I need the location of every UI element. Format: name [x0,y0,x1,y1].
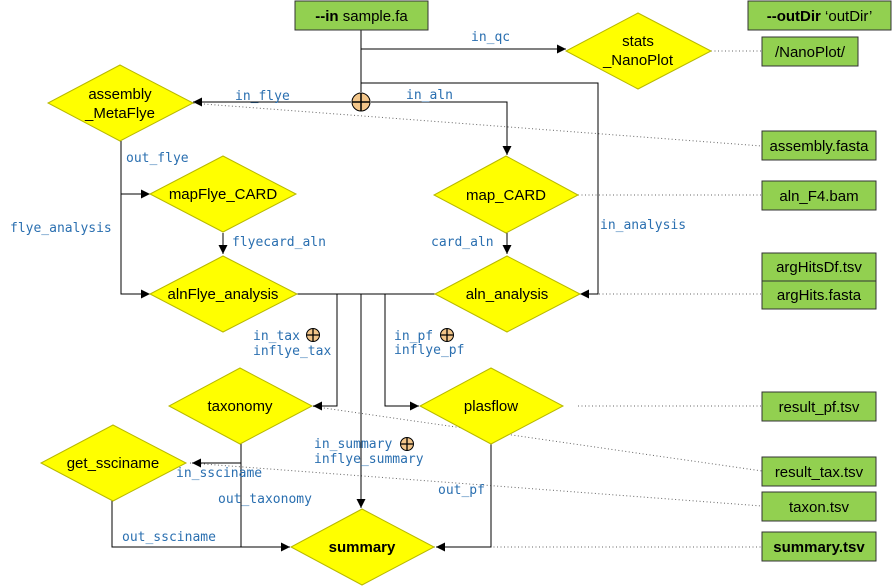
outdir-box: --outDir ‘outDir’ [747,0,892,31]
node-mapflye-card: mapFlye_CARD [148,155,298,233]
svg-text:taxon.tsv: taxon.tsv [789,499,850,516]
output-assembly-fasta: assembly.fasta [761,130,877,161]
input-box: --in sample.fa [294,0,429,31]
svg-text:result_tax.tsv: result_tax.tsv [775,464,864,481]
svg-text:get_ssciname: get_ssciname [67,455,160,472]
svg-text:/NanoPlot/: /NanoPlot/ [775,44,846,61]
output-arghits-df: argHitsDf.tsv [761,252,877,282]
svg-text:result_pf.tsv: result_pf.tsv [779,399,860,416]
svg-text:mapFlye_CARD: mapFlye_CARD [169,186,278,203]
merge-markers [306,92,454,451]
output-arghits-fasta: argHits.fasta [761,280,877,310]
output-summary-tsv: summary.tsv [761,531,877,562]
label-in-flye: in_flye [235,89,290,104]
node-assembly-line2: _MetaFlye [84,105,155,122]
node-plasflow: plasflow [418,367,565,445]
label-in-aln: in_aln [406,88,453,103]
svg-text:argHitsDf.tsv: argHitsDf.tsv [776,259,862,276]
input-value: sample.fa [339,8,409,25]
label-out-flye: out_flye [126,151,189,166]
label-in-summary: in_summary [314,437,392,452]
svg-text:plasflow: plasflow [464,398,518,415]
label-in-ssciname: in_ssciname [176,466,262,481]
svg-text:aln_analysis: aln_analysis [466,286,549,303]
label-inflye-pf: inflye_pf [394,343,464,358]
node-assembly-line1: assembly [88,86,152,103]
output-result-tax: result_tax.tsv [761,456,877,487]
svg-text:summary.tsv: summary.tsv [773,539,865,556]
label-card-aln: card_aln [431,235,494,250]
svg-text:summary: summary [329,539,396,556]
output-nanoplot: /NanoPlot/ [761,36,859,67]
svg-text:--outDir ‘outDir’: --outDir ‘outDir’ [767,8,873,25]
label-inflye-summary: inflye_summary [314,452,424,467]
outdir-value: ‘outDir’ [821,8,872,25]
node-summary: summary [289,508,436,586]
label-flye-analysis: flye_analysis [10,221,112,236]
label-out-ssciname: out_ssciname [122,530,216,545]
label-flyecard-aln: flyecard_aln [232,235,326,250]
node-stats-nanoplot-line2: _NanoPlot [602,52,674,69]
merge-icon-tax [306,328,320,342]
label-out-taxonomy: out_taxonomy [218,492,312,507]
svg-text:taxonomy: taxonomy [207,398,273,415]
svg-text:aln_F4.bam: aln_F4.bam [779,188,858,205]
label-in-pf: in_pf [394,329,433,344]
label-out-pf: out_pf [438,483,485,498]
input-flag: --in [315,8,338,25]
svg-text:--in sample.fa: --in sample.fa [315,8,408,25]
svg-text:assembly.fasta: assembly.fasta [770,138,870,155]
node-map-card: map_CARD [432,155,580,234]
output-result-pf: result_pf.tsv [761,391,877,422]
label-in-tax: in_tax [253,329,300,344]
node-taxonomy: taxonomy [167,367,314,445]
output-taxon: taxon.tsv [761,491,877,522]
merge-icon-summary [400,437,414,451]
outdir-flag: --outDir [767,8,821,25]
label-in-analysis: in_analysis [600,218,686,233]
merge-icon-pf [440,328,454,342]
svg-text:argHits.fasta: argHits.fasta [777,287,862,304]
node-aln-analysis: aln_analysis [433,255,582,333]
node-stats-nanoplot: stats _NanoPlot [564,12,713,90]
output-aln-bam: aln_F4.bam [761,180,877,211]
node-assembly-metaflye: assembly _MetaFlye [46,64,195,142]
output-boxes: /NanoPlot/ assembly.fasta aln_F4.bam arg… [761,36,877,562]
node-get-ssciname: get_ssciname [39,424,188,502]
edges [111,30,599,552]
output-connectors [189,50,763,548]
edge-labels: in_qc in_flye in_aln out_flye flye_analy… [10,30,686,545]
svg-text:map_CARD: map_CARD [466,187,546,204]
label-in-qc: in_qc [471,30,510,45]
node-stats-nanoplot-line1: stats [622,33,654,50]
svg-text:alnFlye_analysis: alnFlye_analysis [168,286,279,303]
node-alnflye-analysis: alnFlye_analysis [148,255,299,333]
merge-icon-top [351,92,371,112]
label-inflye-tax: inflye_tax [253,344,331,359]
